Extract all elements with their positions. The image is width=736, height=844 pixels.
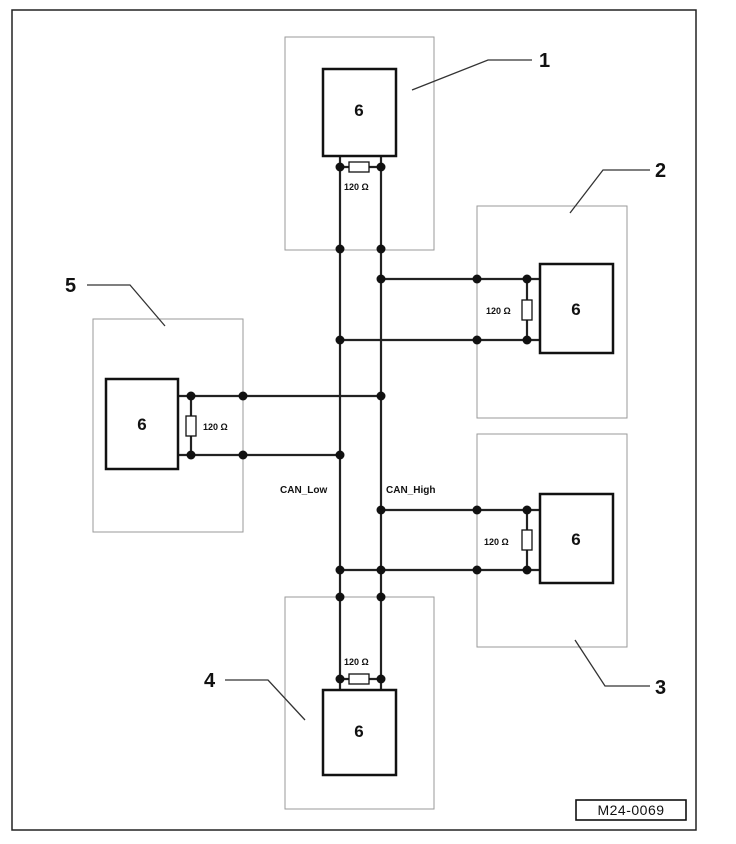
node-2-module-label: 6	[571, 300, 580, 319]
junction-dot	[376, 244, 386, 254]
can-high-label: CAN_High	[386, 485, 435, 496]
node-1-resistor	[348, 161, 370, 173]
junction-dot	[335, 592, 345, 602]
node-2-resistor	[521, 299, 533, 321]
zone-node-3	[476, 433, 628, 648]
callout-4: 4	[204, 670, 216, 692]
junction-dot	[522, 505, 532, 515]
callout-1: 1	[539, 50, 550, 72]
node-2-resistor-label: 120 Ω	[486, 306, 511, 316]
junction-dot	[376, 565, 386, 575]
node-1-module-label: 6	[354, 101, 363, 120]
junction-dot	[335, 565, 345, 575]
junction-dot	[238, 450, 248, 460]
node-3-resistor	[521, 529, 533, 551]
figure-id: M24-0069	[597, 802, 664, 818]
callout-1-leader	[411, 59, 532, 91]
callout-2: 2	[655, 160, 666, 182]
junction-dot	[522, 274, 532, 284]
can-low-label: CAN_Low	[280, 485, 327, 496]
junction-dot	[238, 391, 248, 401]
callout-5: 5	[65, 275, 76, 297]
junction-dot	[522, 565, 532, 575]
junction-dot	[472, 505, 482, 515]
node-4-module	[321, 688, 398, 777]
junction-dot	[472, 565, 482, 575]
junction-dot	[376, 391, 386, 401]
junction-dot	[472, 274, 482, 284]
junction-dot	[186, 450, 196, 460]
node-2-module	[538, 262, 615, 355]
junction-dot	[522, 335, 532, 345]
node-4-resistor-label: 120 Ω	[344, 657, 369, 667]
callout-2-leader	[569, 169, 650, 214]
junction-dot	[376, 674, 386, 684]
node-5-module-label: 6	[137, 415, 146, 434]
zone-node-1	[284, 36, 435, 251]
junction-dot	[335, 244, 345, 254]
figure-id-box	[575, 799, 687, 821]
junction-dot	[472, 335, 482, 345]
junction-dot	[376, 162, 386, 172]
node-1-module	[321, 67, 398, 158]
junction-dot	[186, 391, 196, 401]
callout-3: 3	[655, 677, 666, 699]
node-5-resistor	[185, 415, 197, 437]
callout-3-leader	[574, 639, 650, 687]
node-5-resistor-label: 120 Ω	[203, 422, 228, 432]
junction-dot	[335, 450, 345, 460]
junction-dot	[376, 505, 386, 515]
junction-dot	[376, 274, 386, 284]
junction-dot	[376, 592, 386, 602]
node-3-resistor-label: 120 Ω	[484, 537, 509, 547]
zone-node-5	[92, 318, 244, 533]
node-1-resistor-label: 120 Ω	[344, 182, 369, 192]
callout-5-leader	[87, 284, 166, 327]
zone-node-4	[284, 596, 435, 810]
node-3-module	[538, 492, 615, 585]
zone-node-2	[476, 205, 628, 419]
junction-dot	[335, 335, 345, 345]
callout-4-leader	[225, 679, 306, 721]
node-5-module	[104, 377, 180, 471]
outer-frame	[11, 9, 697, 831]
node-4-module-label: 6	[354, 722, 363, 741]
node-3-module-label: 6	[571, 530, 580, 549]
junction-dot	[335, 674, 345, 684]
junction-dot	[335, 162, 345, 172]
junction-dots	[186, 162, 532, 684]
node-4-resistor	[348, 673, 370, 685]
